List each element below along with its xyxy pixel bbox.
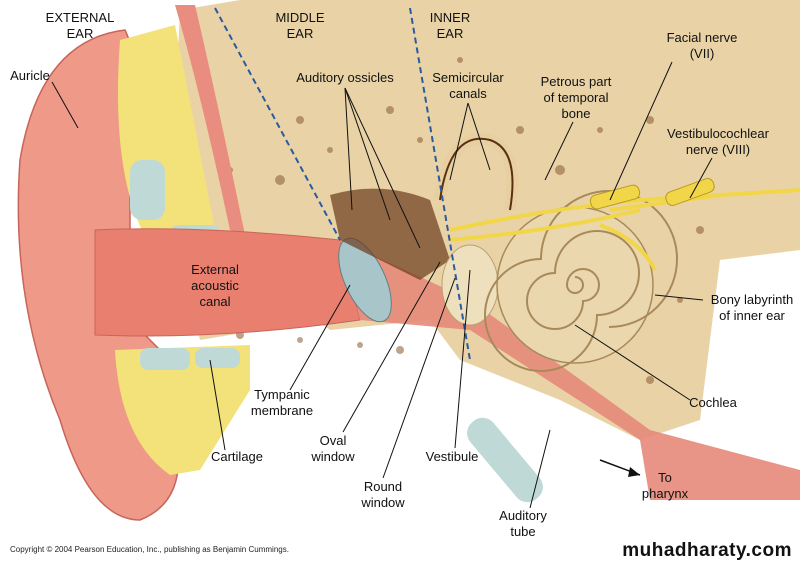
region-middle-ear: MIDDLE EAR — [275, 10, 325, 41]
label-auditory-tube: Auditory tube — [499, 508, 547, 539]
label-vestibule: Vestibule — [425, 449, 479, 464]
watermark: muhadharaty.com — [622, 540, 792, 561]
leader-lines — [51, 61, 713, 509]
copyright-notice: Copyright © 2004 Pearson Education, Inc.… — [10, 545, 289, 554]
label-round-window: Round window — [361, 479, 405, 510]
label-cochlea: Cochlea — [689, 395, 737, 410]
label-auditory-ossicles: Auditory ossicles — [296, 70, 394, 85]
external-canal — [94, 228, 361, 337]
temporal-bone — [170, 0, 800, 440]
label-to-pharynx: To pharynx — [641, 470, 689, 501]
bone-pores — [227, 57, 704, 384]
label-bony-labyrinth: Bony labyrinth of inner ear — [710, 292, 794, 323]
region-dividers — [214, 7, 471, 361]
label-facial-nerve: Facial nerve (VII) — [666, 30, 738, 61]
label-semicircular-canals: Semicircular canals — [432, 70, 504, 101]
label-auricle: Auricle — [10, 68, 50, 83]
label-external-acoustic-canal: External acoustic canal — [191, 262, 239, 309]
label-cartilage: Cartilage — [210, 449, 264, 464]
region-external-ear: EXTERNAL EAR — [45, 10, 115, 41]
label-tympanic-membrane: Tympanic membrane — [250, 387, 314, 418]
label-oval-window: Oval window — [311, 433, 355, 464]
label-vestibulocochlear-nerve: Vestibulocochlear nerve (VIII) — [667, 126, 769, 157]
region-inner-ear: INNER EAR — [429, 10, 471, 41]
label-petrous-bone: Petrous part of temporal bone — [540, 74, 612, 121]
